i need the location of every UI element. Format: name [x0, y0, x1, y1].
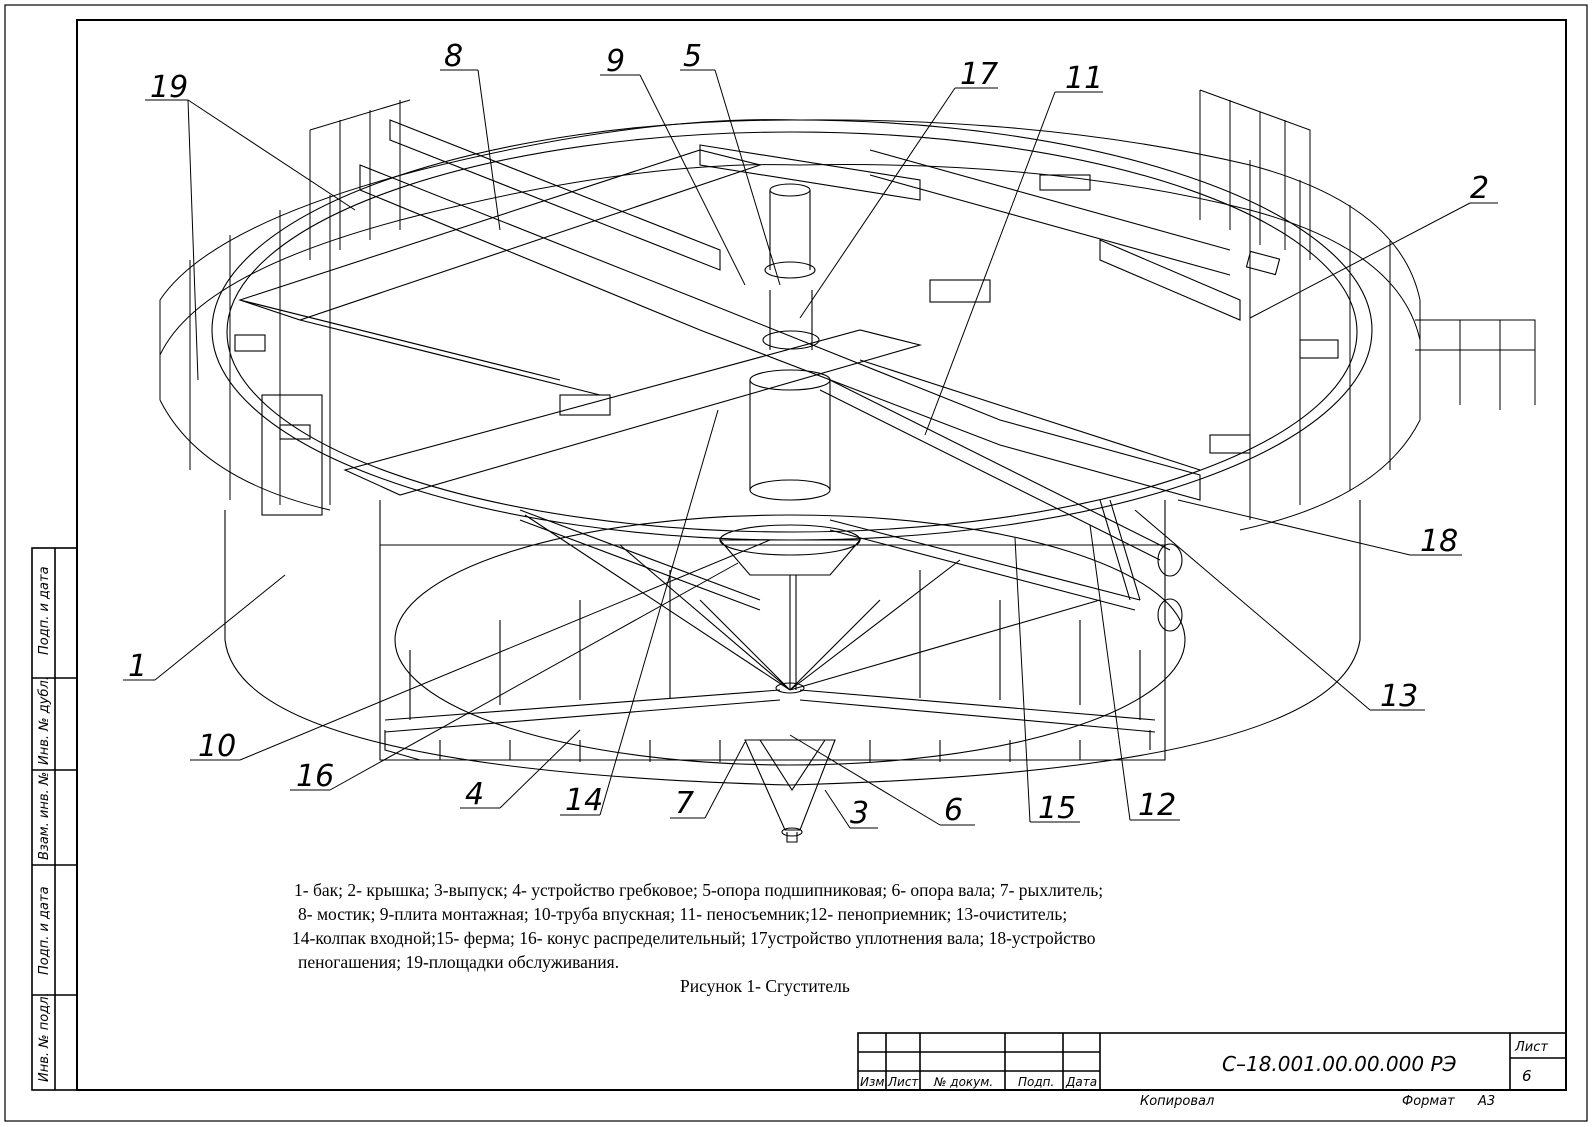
- side-stamp-dup-inv: Инв. № дубл.: [37, 676, 52, 765]
- callout-6: 6: [944, 793, 963, 828]
- title-block-text: Изм. Лист № докум. Подп. Дата С–18.001.0…: [860, 1040, 1548, 1109]
- caption-line-1: 1- бак; 2- крышка; 3-выпуск; 4- устройст…: [294, 880, 1104, 900]
- tank: [211, 119, 1373, 786]
- callout-14: 14: [565, 783, 603, 818]
- callout-2: 2: [1470, 171, 1489, 206]
- callout-16: 16: [296, 759, 334, 794]
- bridge: [238, 119, 1241, 501]
- sheet-number: 6: [1522, 1067, 1532, 1085]
- callout-18: 18: [1420, 524, 1458, 559]
- side-stamp-orig-inv: Инв. № подл.: [37, 992, 52, 1082]
- side-stamp-replace-inv: Взам. инв. №: [37, 772, 52, 860]
- callout-10: 10: [198, 729, 236, 764]
- callout-9: 9: [606, 44, 625, 79]
- side-stamp: [31, 547, 78, 1091]
- central-shaft: [718, 183, 862, 694]
- callout-17: 17: [960, 57, 998, 92]
- callout-labels: 1 2 3 4 5 6 7 8 9 10 11 12 13 14 15 16 1…: [128, 39, 1489, 831]
- col-sheet: Лист: [887, 1075, 919, 1089]
- format-value: А3: [1477, 1094, 1495, 1109]
- callout-12: 12: [1138, 788, 1176, 823]
- callout-7: 7: [675, 786, 694, 821]
- callout-8: 8: [444, 39, 463, 74]
- discharge-cone: [744, 739, 836, 843]
- figure-caption: 1- бак; 2- крышка; 3-выпуск; 4- устройст…: [280, 878, 1350, 998]
- callout-19: 19: [150, 70, 188, 105]
- title-block: [857, 1032, 1567, 1091]
- col-doc-number: № докум.: [933, 1075, 993, 1089]
- caption-line-2: 8- мостик; 9-плита монтажная; 10-труба в…: [298, 904, 1068, 924]
- rake-arms: [384, 514, 1156, 762]
- side-stamp-labels: Подп. и дата Инв. № дубл. Взам. инв. № П…: [37, 566, 52, 1082]
- format-label: Формат: [1402, 1094, 1455, 1109]
- side-stamp-sign-date-1: Подп. и дата: [37, 566, 52, 655]
- inlet-pipes: [519, 379, 1183, 632]
- caption-line-3: 14-колпак входной;15- ферма; 16- конус р…: [292, 928, 1096, 948]
- callouts: [123, 69, 1498, 829]
- callout-13: 13: [1380, 679, 1418, 714]
- figure-title: Рисунок 1- Сгуститель: [680, 976, 850, 996]
- document-designation: С–18.001.00.00.000 РЭ: [1222, 1052, 1457, 1076]
- callout-4: 4: [465, 777, 484, 812]
- hatches: [234, 174, 1339, 516]
- callout-3: 3: [850, 796, 869, 831]
- callout-1: 1: [128, 649, 147, 684]
- callout-5: 5: [683, 39, 702, 74]
- col-change: Изм.: [860, 1075, 888, 1089]
- copied-label: Копировал: [1140, 1094, 1214, 1109]
- outer-border: [4, 4, 1588, 1122]
- callout-15: 15: [1038, 791, 1076, 826]
- thickener-drawing: [159, 89, 1536, 843]
- col-date: Дата: [1065, 1075, 1097, 1089]
- caption-line-4: пеногашения; 19-площадки обслуживания.: [298, 952, 620, 972]
- col-signature: Подп.: [1018, 1075, 1054, 1089]
- callout-11: 11: [1065, 61, 1103, 96]
- sheet-label: Лист: [1514, 1040, 1548, 1055]
- side-stamp-sign-date-2: Подп. и дата: [37, 886, 52, 975]
